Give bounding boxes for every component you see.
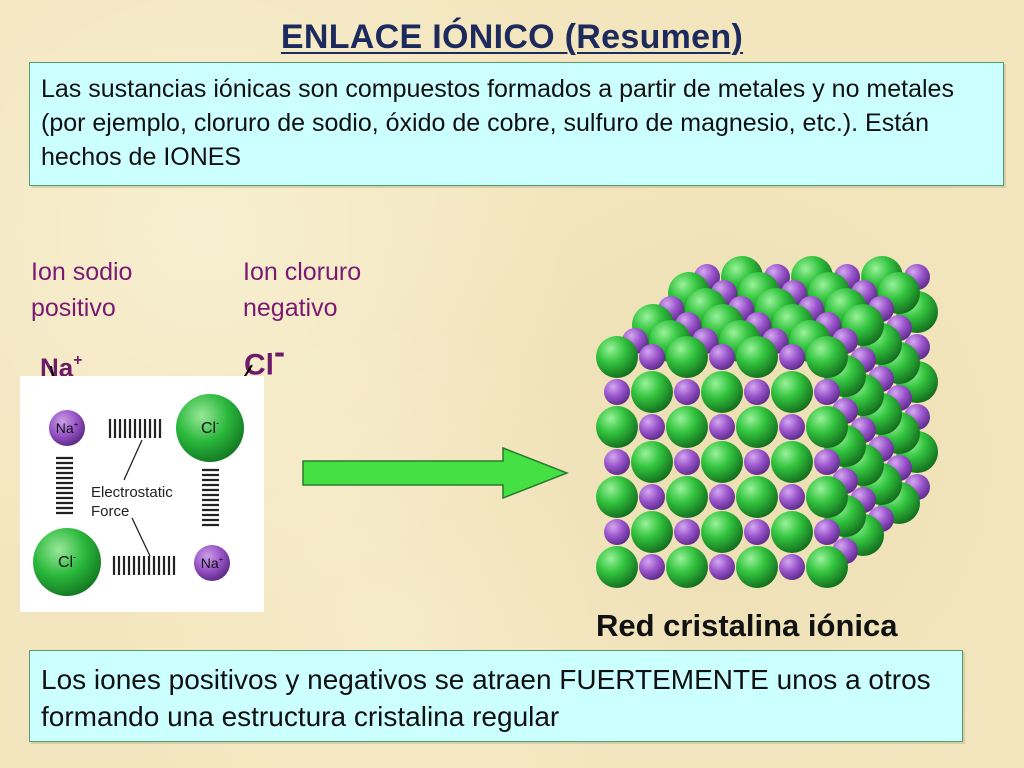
chloride-ion-sphere <box>666 406 708 448</box>
sodium-ion-sphere <box>604 379 630 405</box>
sodium-ion-sphere <box>709 484 735 510</box>
chloride-ion-sphere <box>771 511 813 553</box>
chloride-ion-sphere <box>701 441 743 483</box>
chloride-ion-sphere <box>596 546 638 588</box>
sodium-ion-sphere <box>779 554 805 580</box>
sodium-ion-sphere <box>709 344 735 370</box>
sodium-ion-sphere <box>604 519 630 545</box>
attraction-lines-right <box>202 468 219 527</box>
sodium-ion-sphere <box>639 484 665 510</box>
chloride-ion-sphere <box>701 371 743 413</box>
chloride-ion-top-right <box>176 394 244 462</box>
electrostatic-force-label: Electrostatic Force <box>91 484 177 520</box>
attraction-lines-left <box>56 456 73 515</box>
attraction-lines-bottom <box>112 556 176 575</box>
transition-arrow <box>302 446 570 500</box>
sodium-ion-sphere <box>674 449 700 475</box>
svg-text:Na+: Na+ <box>56 420 79 436</box>
chloride-ion-sphere <box>666 336 708 378</box>
attraction-lines-top <box>108 419 162 438</box>
chloride-ion-sphere <box>771 441 813 483</box>
slide-title: ENLACE IÓNICO (Resumen) <box>280 18 744 56</box>
chloride-ion-sphere <box>736 406 778 448</box>
chloride-ion-sphere <box>701 511 743 553</box>
sodium-ion-sphere <box>639 344 665 370</box>
chloride-ion-bottom-left <box>33 528 101 596</box>
sodium-ion-sphere <box>779 414 805 440</box>
sodium-ion-sphere <box>744 449 770 475</box>
chloride-ion-sphere <box>596 406 638 448</box>
chloride-ion-sphere <box>806 476 848 518</box>
intro-text-box: Las sustancias iónicas son compuestos fo… <box>29 62 1004 186</box>
chloride-ion-sphere <box>736 546 778 588</box>
sodium-ion-sphere <box>814 449 840 475</box>
sodium-ion-sphere <box>674 379 700 405</box>
chloride-ion-sphere <box>666 546 708 588</box>
force-pointer-line-top <box>123 439 143 481</box>
chloride-ion-sphere <box>736 476 778 518</box>
svg-text:Cl-: Cl- <box>58 552 76 571</box>
chloride-ion-sphere <box>806 406 848 448</box>
sodium-ion-label: Ion sodio positivo <box>31 258 133 322</box>
chloride-ion-sphere <box>631 371 673 413</box>
sodium-ion-bottom-right <box>194 545 230 581</box>
chloride-ion-sphere <box>806 546 848 588</box>
sodium-ion-sphere <box>744 519 770 545</box>
chloride-ion-sphere <box>596 476 638 518</box>
sodium-ion-sphere <box>639 414 665 440</box>
svg-text:Na+: Na+ <box>201 555 224 571</box>
chloride-ion-sphere <box>631 511 673 553</box>
conclusion-text: Los iones positivos y negativos se atrae… <box>41 664 931 732</box>
chloride-ion-sphere <box>631 441 673 483</box>
chloride-ion-sphere <box>771 371 813 413</box>
sodium-ion-sphere <box>709 554 735 580</box>
force-pointer-line-bottom <box>131 517 151 557</box>
chloride-ion-sphere <box>666 476 708 518</box>
chloride-ion-label: Ion cloruro negativo <box>243 258 362 322</box>
chloride-ion-sphere <box>806 336 848 378</box>
sodium-ion-sphere <box>779 484 805 510</box>
chloride-ion-sphere <box>596 336 638 378</box>
svg-text:Cl-: Cl- <box>201 418 219 437</box>
sodium-ion-sphere <box>604 449 630 475</box>
chloride-ion-sphere <box>736 336 778 378</box>
sodium-ion-top-left <box>49 410 85 446</box>
electrostatic-force-diagram: Na+ Cl- Cl- Na+ <box>20 376 264 612</box>
sodium-ion-sphere <box>814 519 840 545</box>
conclusion-text-box: Los iones positivos y negativos se atrae… <box>29 650 963 742</box>
sodium-ion-sphere <box>779 344 805 370</box>
sodium-ion-sphere <box>639 554 665 580</box>
ionic-crystal-lattice-image <box>590 245 982 615</box>
sodium-ion-sphere <box>744 379 770 405</box>
sodium-ion-sphere <box>814 379 840 405</box>
intro-text: Las sustancias iónicas son compuestos fo… <box>41 75 954 171</box>
sodium-ion-sphere <box>709 414 735 440</box>
crystal-caption: Red cristalina iónica <box>596 608 898 643</box>
sodium-ion-sphere <box>674 519 700 545</box>
